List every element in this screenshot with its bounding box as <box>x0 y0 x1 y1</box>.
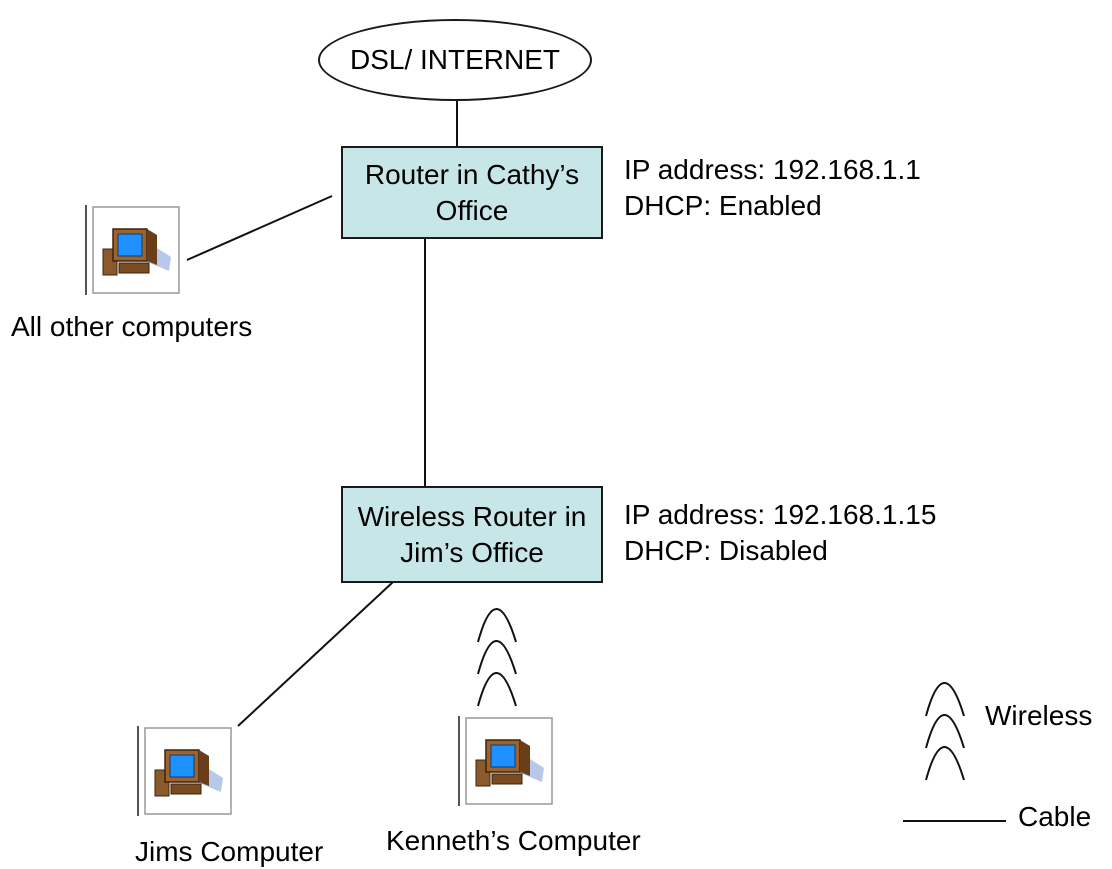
wireless-signal-icon <box>477 608 517 707</box>
cable-wireless-router-jim <box>237 581 394 727</box>
internet-node: DSL/ INTERNET <box>318 19 592 101</box>
computer-icon <box>458 716 553 806</box>
all-other-computers-label: All other computers <box>11 311 253 342</box>
legend-wireless-icon <box>925 682 965 781</box>
router-main-info: IP address: 192.168.1.1 DHCP: Enabled <box>624 152 921 224</box>
internet-label: DSL/ INTERNET <box>349 44 561 75</box>
kenneth-computer-label: Kenneth’s Computer <box>386 825 641 856</box>
router-main-node: Router in Cathy’s Office <box>341 146 603 239</box>
router-wireless-label-line1: Wireless Router in <box>357 500 587 532</box>
router-wireless-info: IP address: 192.168.1.15 DHCP: Disabled <box>624 497 936 569</box>
computer-icon <box>85 205 180 295</box>
router-main-label-line1: Router in Cathy’s <box>364 158 580 190</box>
legend-wireless-label: Wireless <box>985 700 1093 731</box>
router-main-ip: IP address: 192.168.1.1 <box>624 154 921 185</box>
jim-computer-label: Jims Computer <box>135 836 324 867</box>
router-main-dhcp: DHCP: Enabled <box>624 190 822 221</box>
legend-cable-label: Cable <box>1018 801 1092 832</box>
router-wireless-ip: IP address: 192.168.1.15 <box>624 499 937 530</box>
computer-icon <box>137 726 232 816</box>
router-wireless-dhcp: DHCP: Disabled <box>624 535 828 566</box>
cable-router-other-computers <box>186 195 333 261</box>
router-wireless-node: Wireless Router in Jim’s Office <box>341 486 603 583</box>
router-main-label-line2: Office <box>435 194 509 226</box>
router-wireless-label-line2: Jim’s Office <box>400 536 544 568</box>
